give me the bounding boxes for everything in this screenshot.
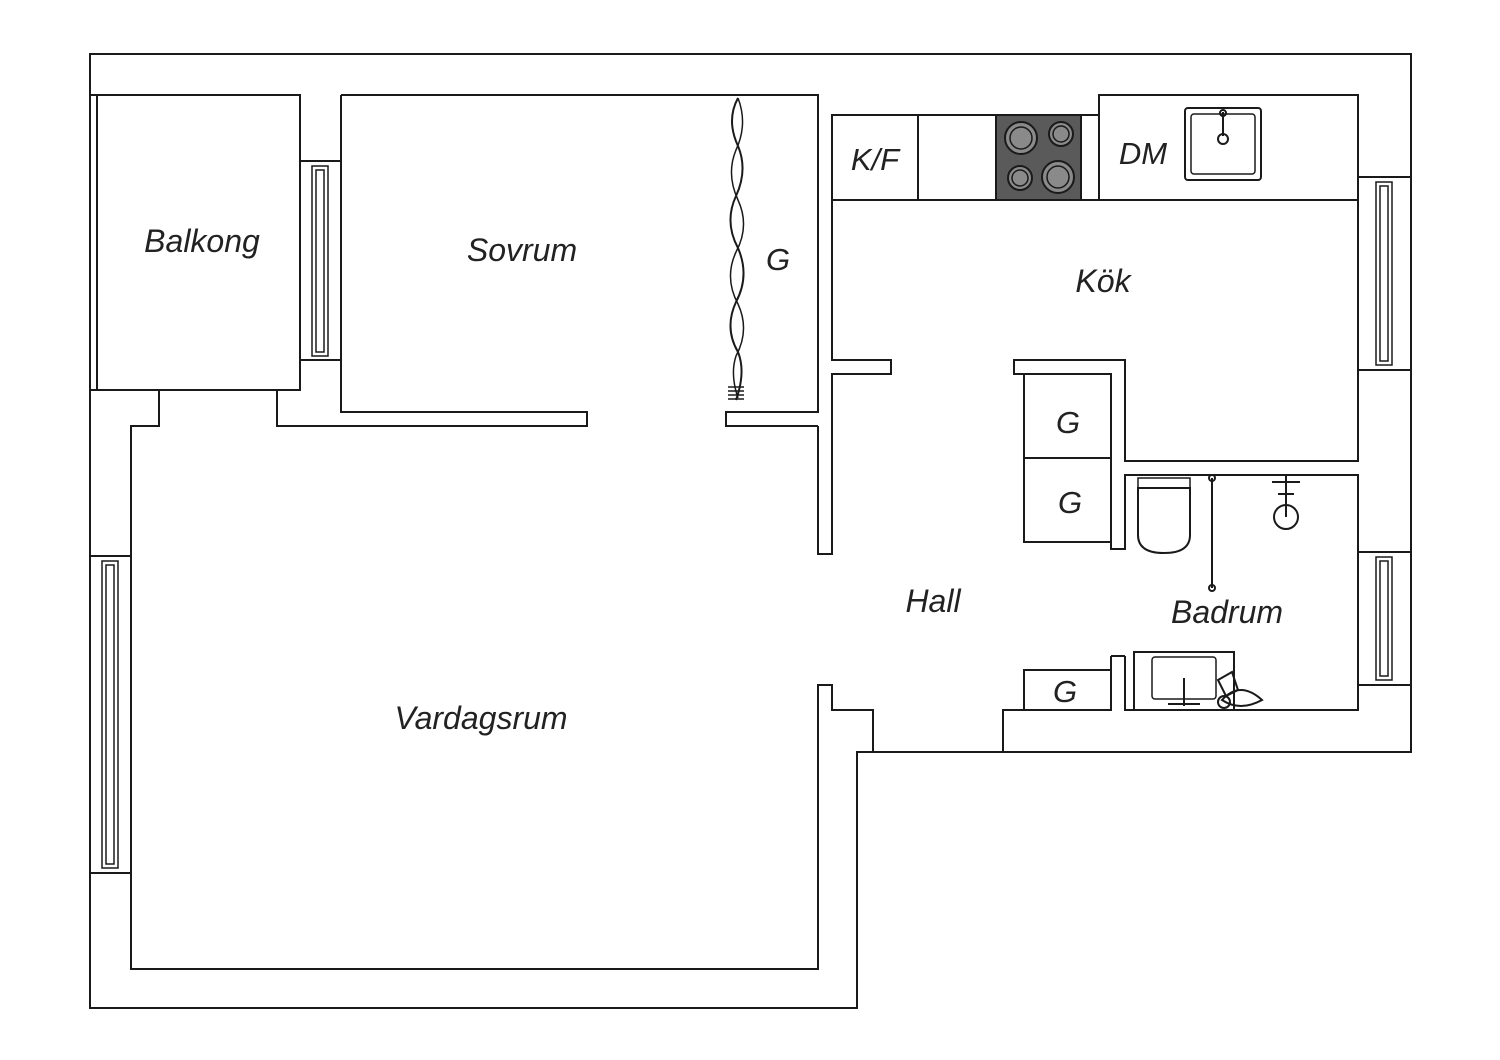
bathroom-walls: [1002, 656, 1359, 752]
toilet-icon: [1137, 477, 1191, 555]
bathroom-sink-icon: [1133, 651, 1264, 711]
room-label-hall: Hall: [905, 583, 961, 619]
stove-icon: [995, 114, 1082, 201]
closet-curtain: [728, 97, 745, 401]
closet-label-bedroom: G: [766, 242, 790, 277]
shower-icon: [1208, 474, 1300, 592]
bathroom-window: [1357, 551, 1412, 686]
outer-wall: [89, 53, 1412, 1009]
livingroom-window: [89, 555, 132, 874]
fridge-freezer-label: K/F: [851, 142, 901, 177]
room-label-balkong: Balkong: [144, 223, 260, 259]
closet-label-hall-1: G: [1056, 405, 1080, 440]
room-label-kok: Kök: [1075, 263, 1132, 299]
room-label-sovrum: Sovrum: [467, 232, 577, 268]
room-label-vardagsrum: Vardagsrum: [394, 700, 567, 736]
closet-label-hall-2: G: [1058, 485, 1082, 520]
kitchen-counter: [831, 94, 1359, 201]
dishwasher-label: DM: [1119, 136, 1167, 171]
kitchen-sink-icon: [1184, 107, 1262, 181]
kitchen-window: [1357, 176, 1412, 371]
hall-west-wall: [817, 115, 892, 555]
closet-label-hall-3: G: [1053, 674, 1077, 709]
room-label-badrum: Badrum: [1171, 594, 1283, 630]
balcony-door: [299, 160, 342, 361]
livingroom-walls: [130, 390, 874, 970]
